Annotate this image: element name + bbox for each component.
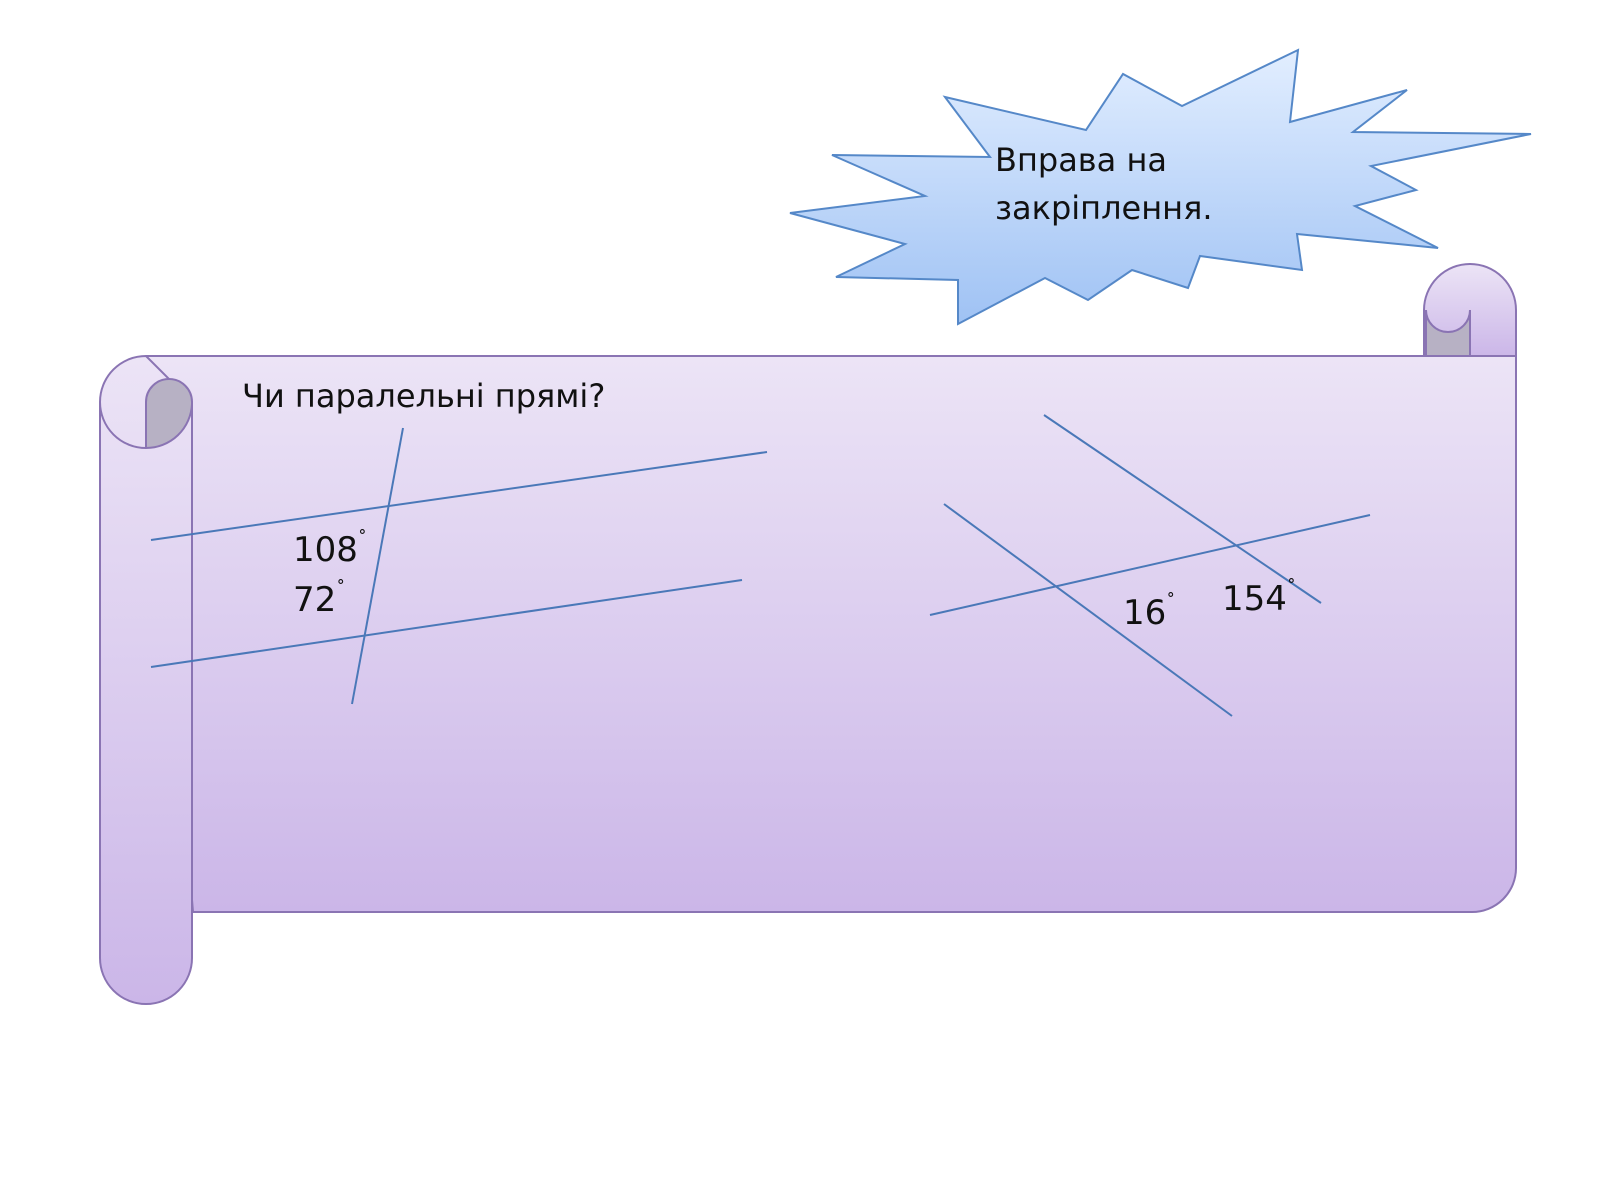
scroll-right-curl: [1423, 263, 1517, 358]
scroll-body: [145, 355, 1517, 913]
degree-mark: ˚: [358, 529, 367, 550]
svg-text:Вправа на: Вправа на: [995, 141, 1167, 179]
lower-line: [150, 579, 743, 668]
transversal-line-right: [929, 514, 1371, 616]
burst-callout: Вправа на закріплення.: [789, 48, 1532, 326]
upper-slanted-line: [1043, 414, 1322, 604]
lower-slanted-line: [943, 503, 1233, 717]
figure-right: 16˚ 154˚: [929, 414, 1371, 717]
upper-line: [150, 451, 768, 541]
figure-left: 108˚ 72˚: [150, 427, 768, 705]
svg-text:154˚: 154˚: [1222, 578, 1296, 619]
transversal-line: [351, 427, 404, 705]
svg-text:16˚: 16˚: [1123, 592, 1175, 633]
scroll-left-roll: [99, 354, 193, 1005]
svg-text:72˚: 72˚: [293, 579, 345, 620]
svg-text:закріплення.: закріплення.: [995, 189, 1212, 227]
angle-label-16: 16: [1123, 593, 1166, 633]
scroll-banner: Чи паралельні прямі?: [99, 263, 1517, 1005]
burst-text-line1: Вправа на: [995, 141, 1167, 179]
svg-text:108˚: 108˚: [293, 529, 367, 570]
angle-label-154: 154: [1222, 579, 1287, 619]
degree-mark: ˚: [336, 579, 345, 600]
angle-label-72: 72: [293, 580, 336, 620]
question-text: Чи паралельні прямі?: [242, 377, 605, 415]
degree-mark: ˚: [1287, 578, 1296, 599]
angle-label-108: 108: [293, 530, 358, 570]
burst-shape: [789, 48, 1532, 326]
burst-text-line2: закріплення.: [995, 189, 1212, 227]
degree-mark: ˚: [1166, 592, 1175, 613]
